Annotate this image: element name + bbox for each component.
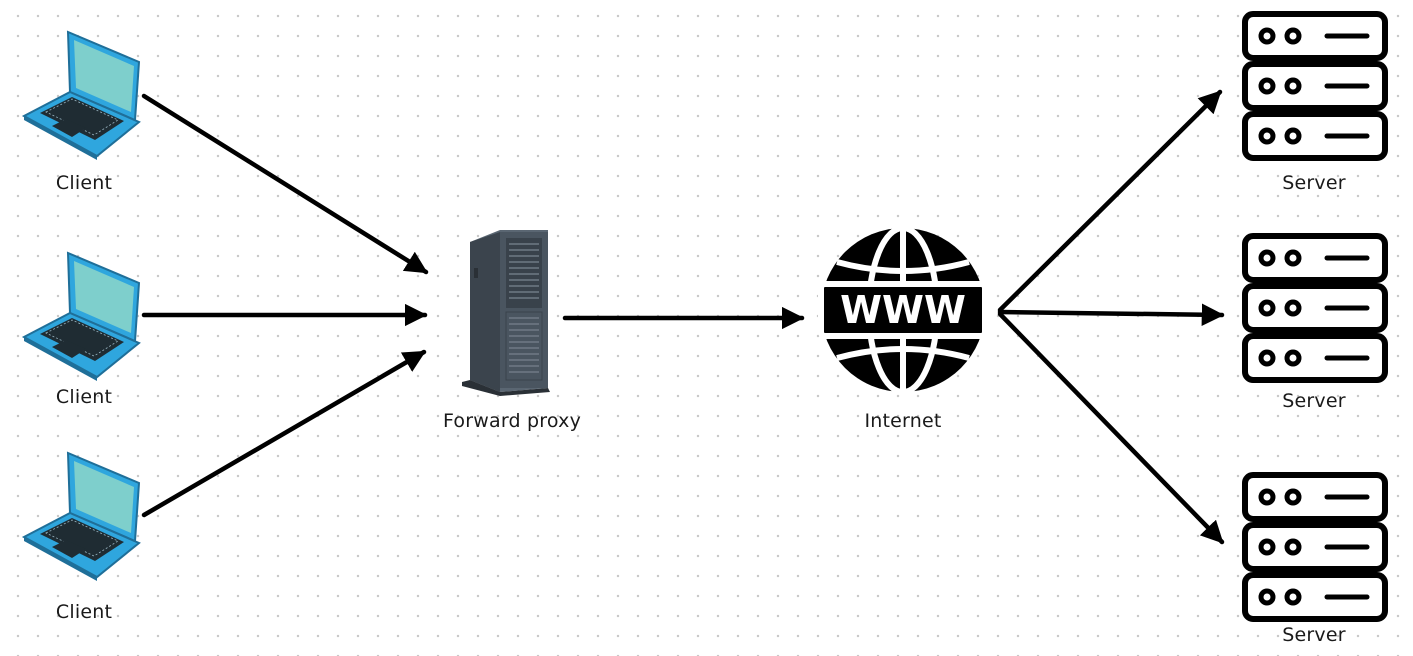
globe-www-icon: WWW [818,225,988,395]
arrow-client1-to-proxy [141,93,429,275]
proxy-label: Forward proxy [442,410,582,432]
arrow-internet-to-server3 [997,311,1225,545]
laptop-icon [23,252,140,382]
server-label: Server [1282,624,1346,646]
server-rack-icon [1245,475,1385,619]
server-label: Server [1282,390,1346,412]
client-label: Client [55,172,113,194]
internet-label: Internet [864,410,942,432]
arrow-internet-to-server2 [997,303,1225,326]
client-label: Client [55,601,113,623]
client-label: Client [55,386,113,408]
www-text: WWW [840,288,966,332]
laptop-icon [23,452,140,582]
laptop-icon [23,31,140,161]
arrow-internet-to-server1 [997,89,1223,313]
server-rack-icon [1245,14,1385,158]
server-label: Server [1282,172,1346,194]
arrow-client3-to-proxy [141,349,427,518]
tower-server-icon [462,230,550,396]
server-rack-icon [1245,236,1385,380]
